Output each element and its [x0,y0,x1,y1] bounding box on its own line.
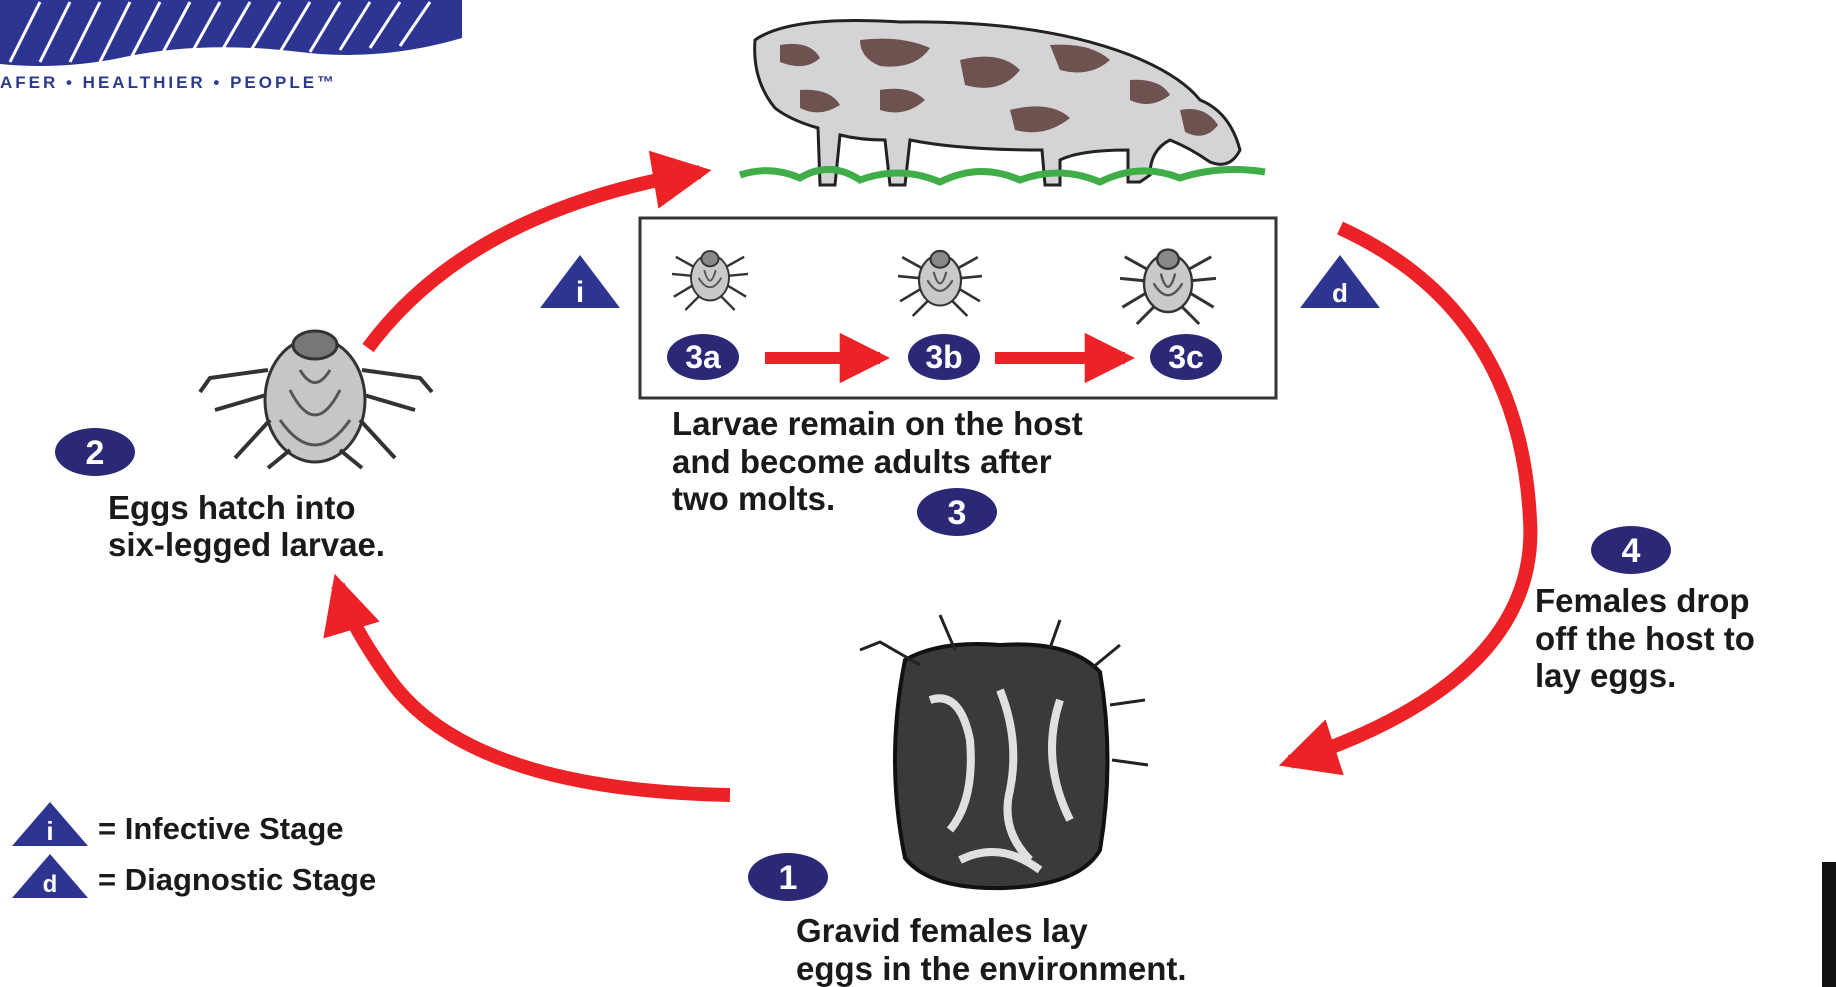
legend: i = Infective Stage d = Diagnostic Stage [12,802,376,898]
cow-icon [740,8,1350,228]
svg-text:d: d [43,871,58,898]
svg-text:4: 4 [1622,532,1641,570]
svg-text:2: 2 [86,434,105,472]
svg-text:Females drop: Females drop [1535,582,1750,619]
stage-3-description: Larvae remain on the host and become adu… [672,405,1083,517]
arrow-host-to-stage1 [1290,228,1530,762]
legend-infective-label: = Infective Stage [98,811,344,846]
stage-3a-badge: 3a [667,334,739,380]
svg-text:lay eggs.: lay eggs. [1535,657,1676,694]
stage-2-description: Eggs hatch into six-legged larvae. [108,489,385,563]
svg-text:eggs in the environment.: eggs in the environment. [796,950,1187,987]
svg-text:3: 3 [948,494,967,532]
stage-3-badge: 3 [917,488,997,536]
logo: AFER • HEALTHIER • PEOPLE™ [0,0,462,92]
svg-text:3a: 3a [685,339,721,375]
stage-4-badge: 4 [1591,526,1671,574]
stage-1-badge: 1 [748,853,828,901]
stage-1-description: Gravid females lay eggs in the environme… [796,912,1187,987]
svg-text:d: d [1332,278,1348,308]
svg-text:3c: 3c [1168,339,1204,375]
stage-2-badge: 2 [55,428,135,476]
tick-larva-icon [200,331,432,468]
svg-text:Larvae remain on the host: Larvae remain on the host [672,405,1083,442]
svg-text:i: i [576,276,584,309]
stage-3c-badge: 3c [1150,334,1222,380]
svg-text:two molts.: two molts. [672,480,835,517]
legend-diagnostic-label: = Diagnostic Stage [98,862,376,897]
stage-4-description: Females drop off the host to lay eggs. [1535,582,1755,694]
legend-diagnostic: d = Diagnostic Stage [12,854,376,898]
engorged-tick-icon [860,615,1148,888]
svg-text:1: 1 [779,859,798,897]
svg-text:Eggs hatch into: Eggs hatch into [108,489,356,526]
cropped-edge-element [1822,862,1836,987]
svg-text:3b: 3b [925,339,962,375]
logo-tagline: AFER • HEALTHIER • PEOPLE™ [0,73,337,92]
svg-text:six-legged larvae.: six-legged larvae. [108,526,385,563]
svg-text:and become adults after: and become adults after [672,443,1052,480]
svg-text:Gravid females lay: Gravid females lay [796,912,1088,949]
diagnostic-stage-marker: d [1300,255,1380,308]
svg-text:off the host to: off the host to [1535,620,1755,657]
legend-infective: i = Infective Stage [12,802,344,846]
stage-3b-badge: 3b [908,334,980,380]
arrow-stage1-to-stage2 [338,585,730,795]
svg-text:i: i [46,816,53,846]
infective-stage-marker: i [540,255,620,309]
